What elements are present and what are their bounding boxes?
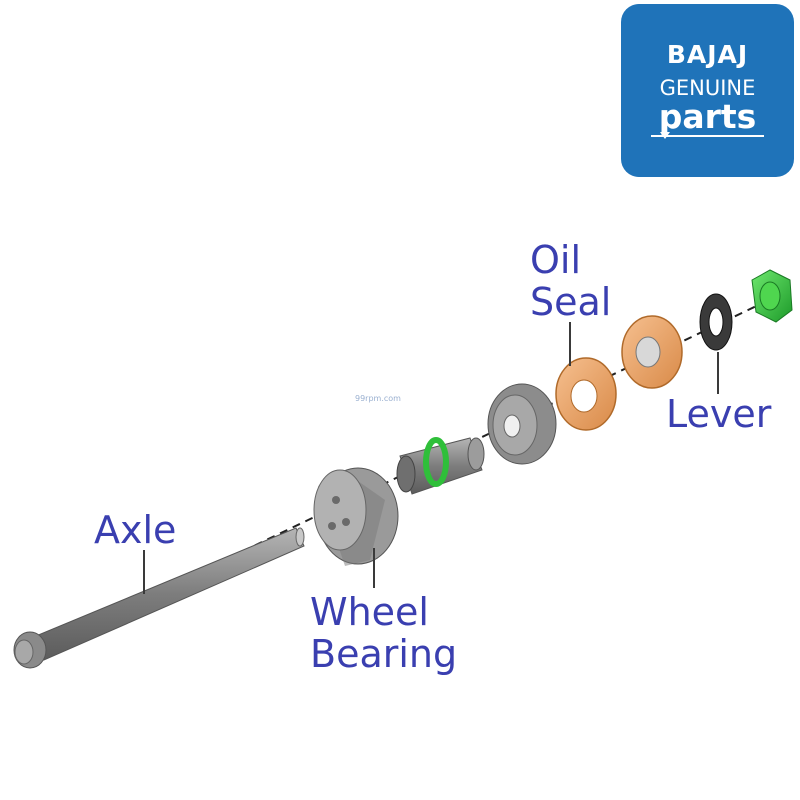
spacer-with-o-ring-part [396, 437, 485, 495]
logo-parts-text: parts [658, 97, 757, 136]
logo-brand-text: BAJAJ [666, 40, 749, 69]
wheel-bearing-label-line1: Wheel [310, 590, 429, 634]
bajaj-genuine-parts-logo: BAJAJ GENUINE parts [621, 4, 794, 177]
axle-label: Axle [94, 508, 177, 552]
washer-part [699, 293, 733, 351]
oil-seal-part [555, 357, 617, 431]
wheel-bearing-label-line2: Bearing [310, 632, 458, 676]
logo-underline [651, 135, 764, 137]
green-nut-part [751, 269, 793, 323]
oil-seal-second-part [621, 315, 683, 389]
axle-part [13, 527, 305, 669]
lever-label: Lever [666, 392, 772, 436]
bearing-disc-part [487, 383, 557, 465]
wheel-bearing-part [313, 467, 399, 566]
oil-seal-label-line2: Seal [530, 280, 612, 324]
logo-genuine-text: GENUINE [659, 76, 756, 100]
logo-arrow-icon [660, 132, 670, 139]
watermark-text: 99rpm.com [355, 394, 401, 403]
oil-seal-label-line1: Oil [530, 238, 582, 282]
